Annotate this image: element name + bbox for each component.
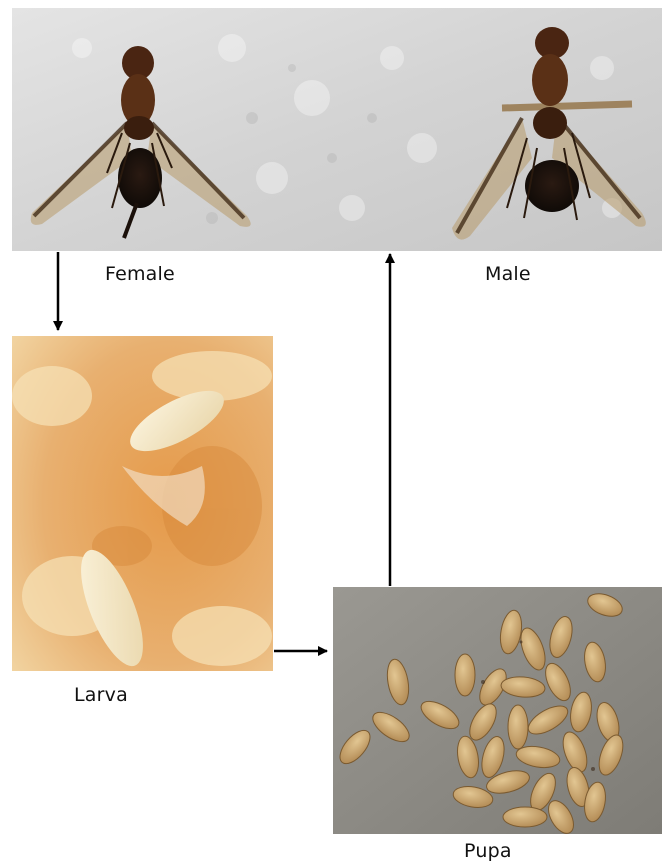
life-cycle-arrows xyxy=(0,0,667,867)
